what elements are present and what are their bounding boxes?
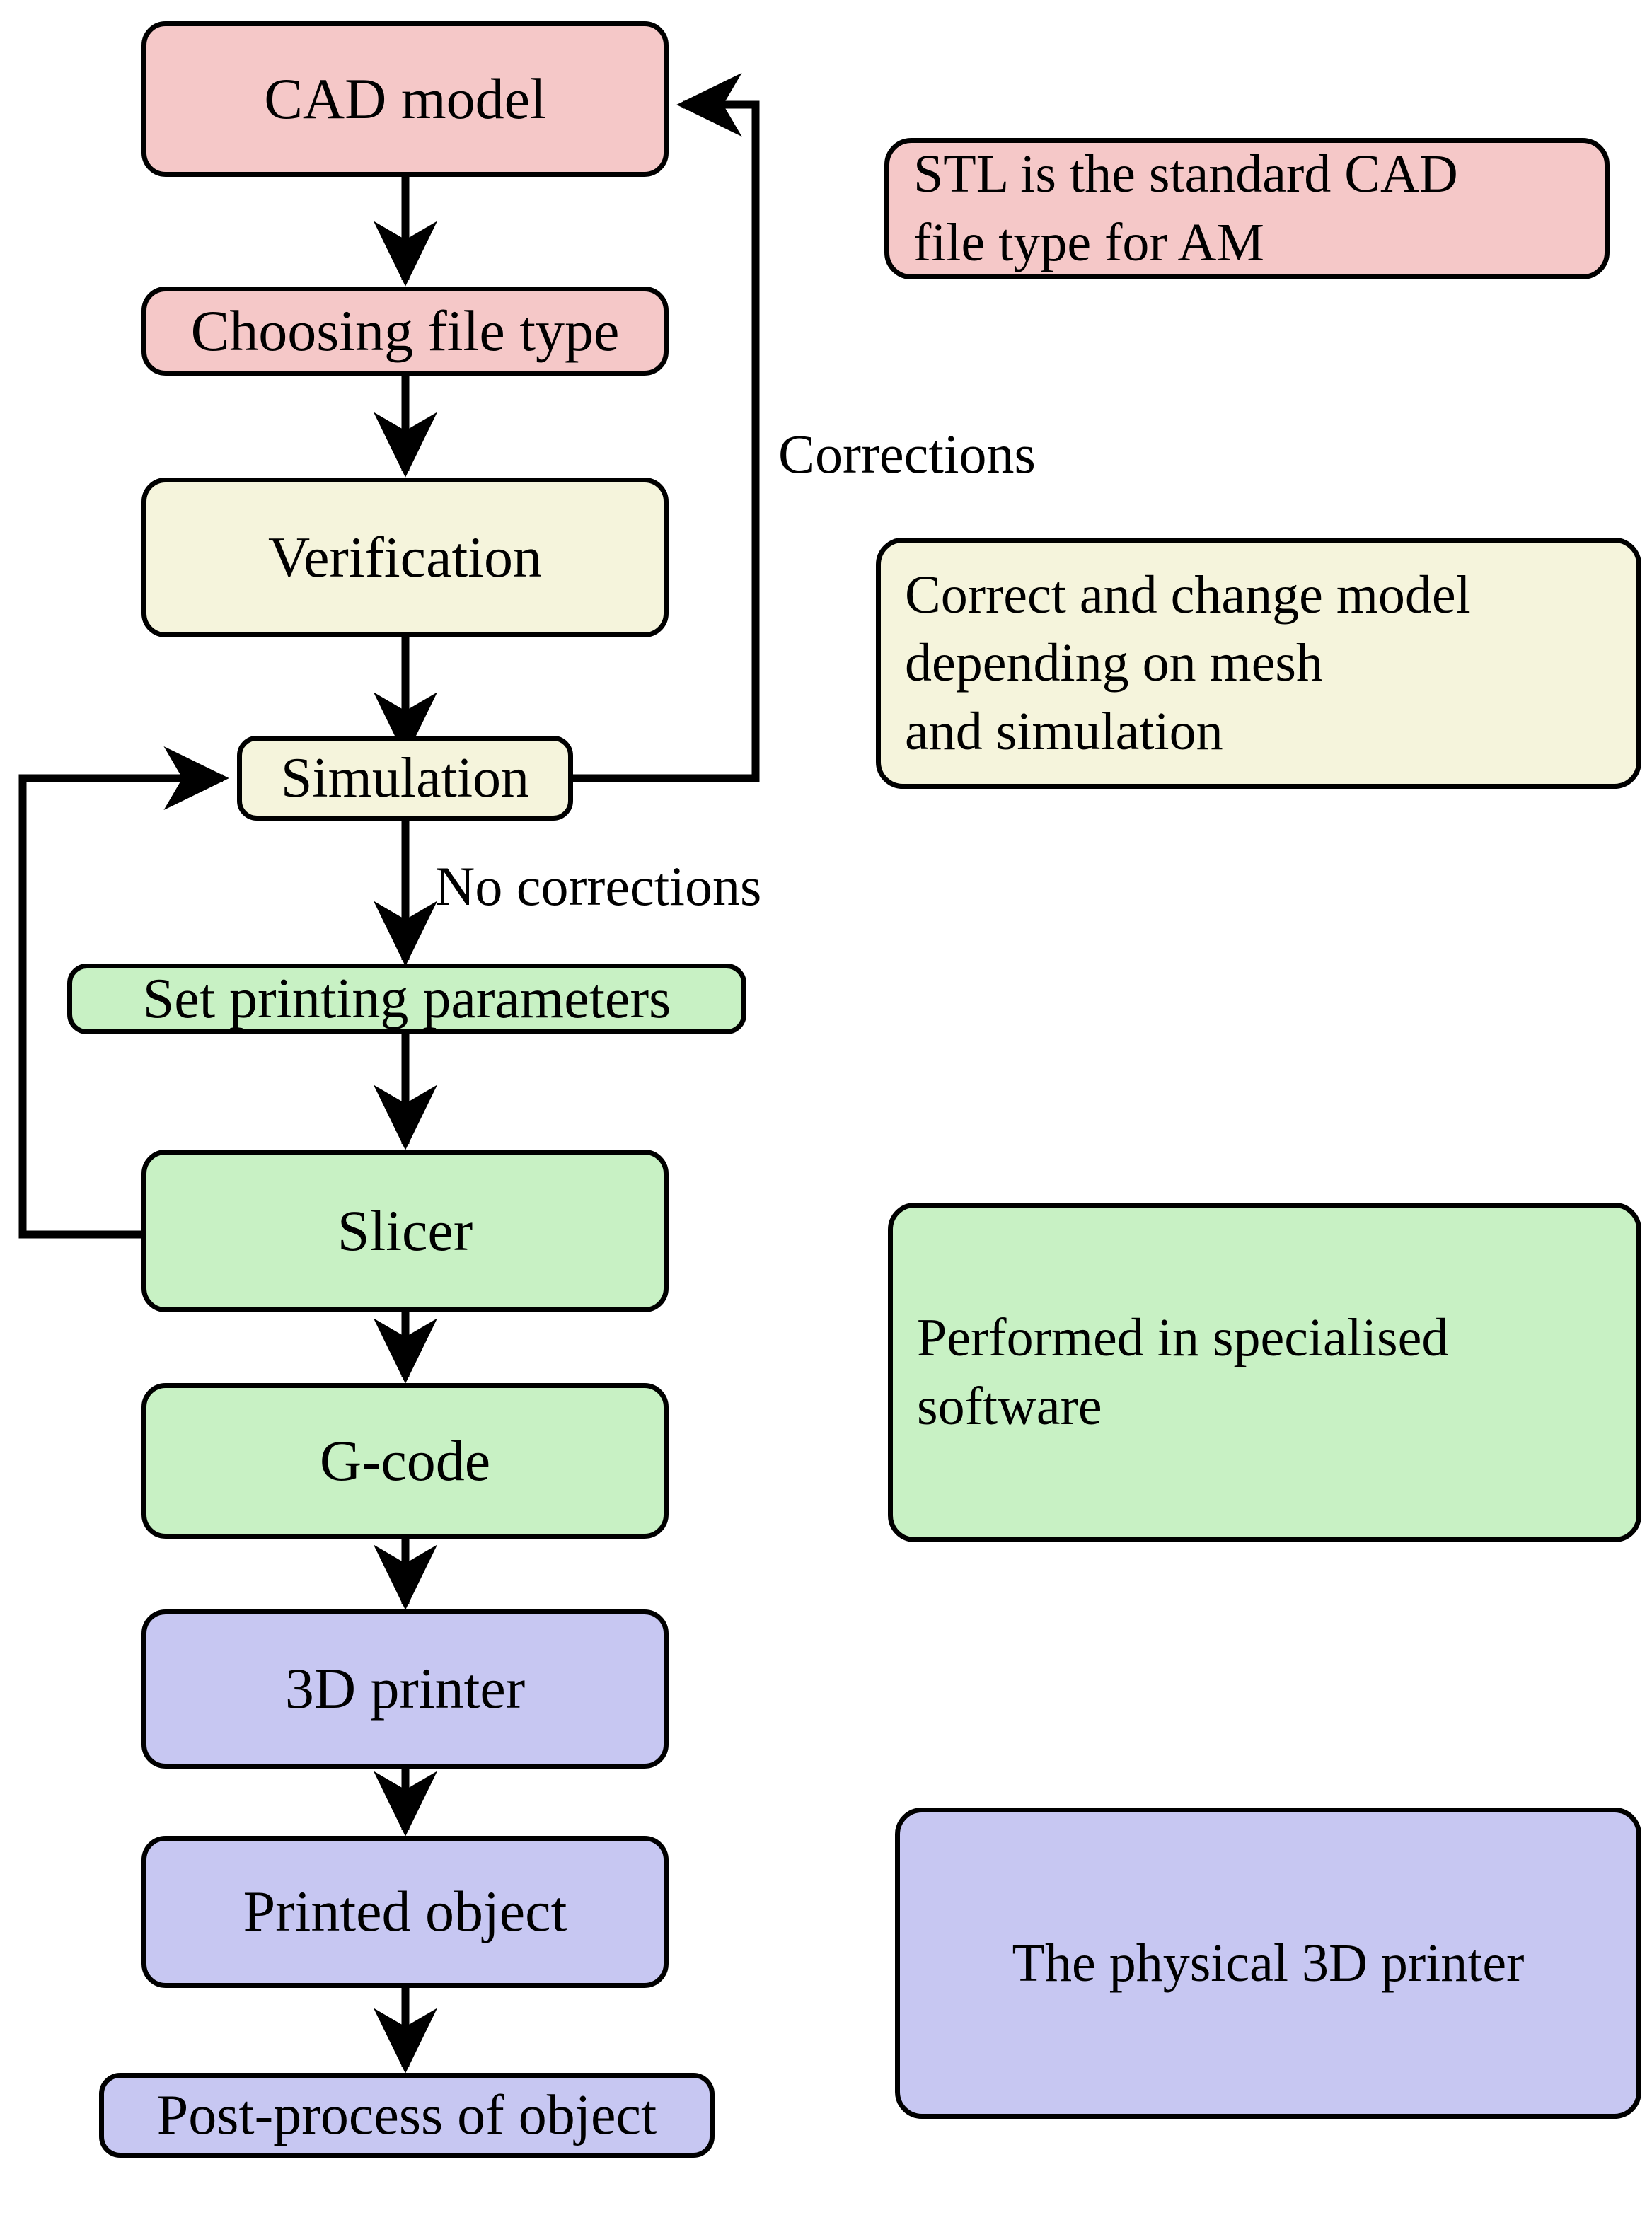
note-stl: STL is the standard CAD file type for AM: [884, 138, 1610, 279]
node-printed-object-label: Printed object: [243, 1879, 567, 1944]
note-stl-line-2: file type for AM: [913, 213, 1265, 272]
note-correct-model-line-2: depending on mesh: [905, 633, 1324, 693]
node-g-code-label: G-code: [319, 1428, 491, 1493]
node-simulation[interactable]: Simulation: [237, 736, 573, 821]
note-specialised-software-line-1: Performed in specialised: [917, 1308, 1449, 1368]
note-physical-printer: The physical 3D printer: [895, 1808, 1641, 2119]
note-specialised-software-line-2: software: [917, 1377, 1102, 1436]
note-correct-model-line-3: and simulation: [905, 701, 1223, 761]
node-cad-model-label: CAD model: [264, 66, 546, 131]
node-set-printing-parameters-label: Set printing parameters: [142, 967, 671, 1030]
node-3d-printer[interactable]: 3D printer: [141, 1609, 669, 1769]
node-g-code[interactable]: G-code: [141, 1383, 669, 1539]
node-simulation-label: Simulation: [280, 746, 530, 809]
note-specialised-software: Performed in specialised software: [888, 1203, 1641, 1542]
node-set-printing-parameters[interactable]: Set printing parameters: [67, 964, 746, 1034]
node-choosing-file-type[interactable]: Choosing file type: [141, 287, 669, 376]
node-3d-printer-label: 3D printer: [284, 1656, 526, 1721]
node-choosing-file-type-label: Choosing file type: [190, 298, 620, 363]
note-physical-printer-line-1: The physical 3D printer: [1012, 1933, 1525, 1993]
node-verification[interactable]: Verification: [141, 478, 669, 637]
edge-corrections-feedback: [573, 72, 760, 782]
node-slicer[interactable]: Slicer: [141, 1150, 669, 1312]
node-post-process-of-object[interactable]: Post-process of object: [99, 2073, 715, 2158]
node-verification-label: Verification: [267, 524, 543, 589]
node-cad-model[interactable]: CAD model: [141, 21, 669, 177]
note-correct-model-line-1: Correct and change model: [905, 565, 1471, 625]
note-correct-model: Correct and change model depending on me…: [876, 538, 1641, 789]
node-post-process-of-object-label: Post-process of object: [156, 2083, 657, 2146]
node-printed-object[interactable]: Printed object: [141, 1836, 669, 1988]
edge-label-corrections: Corrections: [778, 423, 1036, 485]
note-stl-line-1: STL is the standard CAD: [913, 144, 1458, 204]
edge-label-no-corrections: No corrections: [435, 855, 762, 917]
node-slicer-label: Slicer: [337, 1198, 473, 1263]
